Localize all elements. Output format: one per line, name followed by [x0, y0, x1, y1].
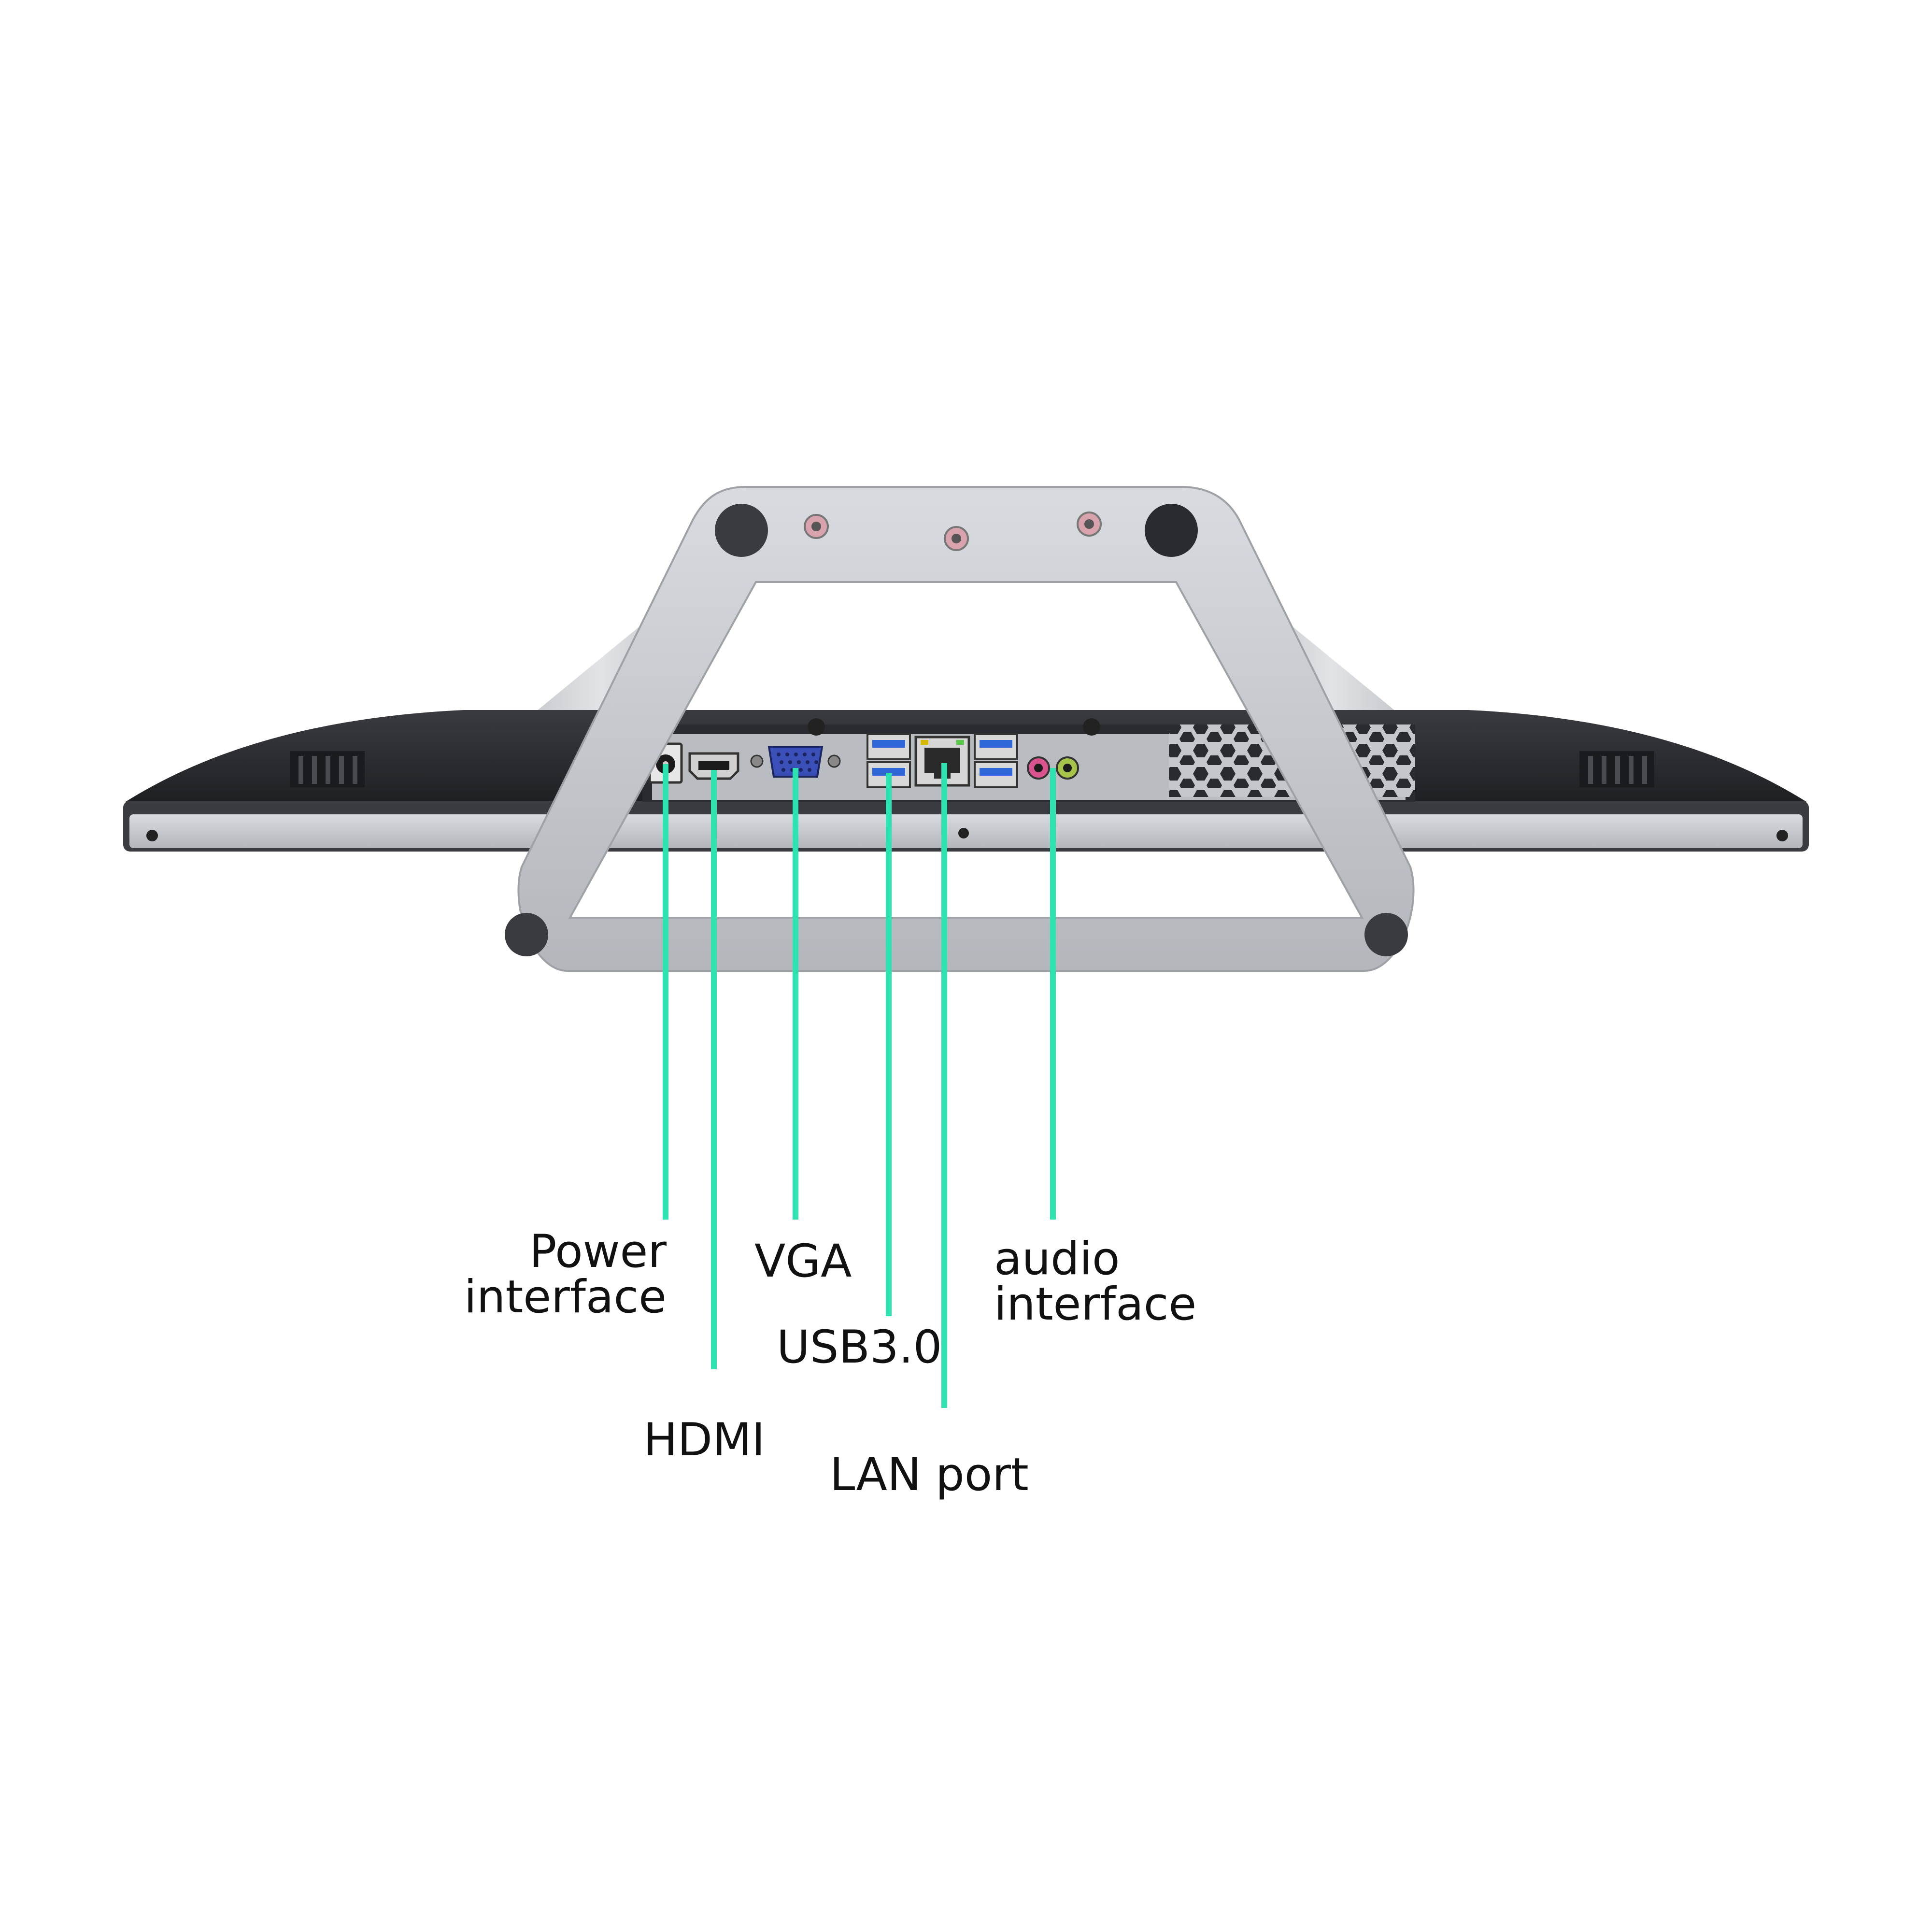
lan-port-label: LAN port: [830, 1449, 1029, 1501]
bezel-screw-center: [958, 828, 969, 838]
bezel-screw-right: [1776, 830, 1788, 841]
right-vent: [1579, 751, 1654, 787]
stand-foot-pad: [1145, 504, 1198, 557]
io-standoff-right: [1083, 718, 1100, 736]
usb3-port-icon: [974, 733, 1018, 788]
usb3-port-icon: [867, 733, 911, 788]
leader-lines: [663, 763, 1056, 1408]
hdmi-label: HDMI: [643, 1414, 765, 1466]
stand-screw: [1077, 511, 1102, 537]
vga-port-icon: [750, 746, 841, 778]
audio-label-line1: audio: [994, 1233, 1120, 1285]
stand-foot-pad: [1364, 913, 1408, 956]
stand-frame: [505, 486, 1415, 972]
stand-foot-pad: [505, 913, 548, 956]
usb3-label: USB3.0: [777, 1321, 942, 1374]
bezel-screw-left: [146, 830, 158, 841]
stand-screw: [944, 526, 969, 551]
io-standoff-left: [808, 718, 825, 736]
left-vent: [290, 751, 365, 787]
power-interface-label: Power interface: [435, 1229, 667, 1320]
stand-screw: [804, 514, 829, 539]
hdmi-port-icon: [688, 752, 739, 780]
power-label-line1: Power: [529, 1225, 667, 1278]
power-label-line2: interface: [464, 1271, 667, 1323]
bottom-bezel: [123, 801, 1809, 852]
audio-interface-label: audio interface: [994, 1236, 1196, 1327]
audio-jack-icon: [1027, 756, 1079, 780]
vga-label: VGA: [754, 1235, 852, 1288]
stand-foot-pad: [715, 504, 768, 557]
audio-label-line2: interface: [994, 1278, 1197, 1331]
